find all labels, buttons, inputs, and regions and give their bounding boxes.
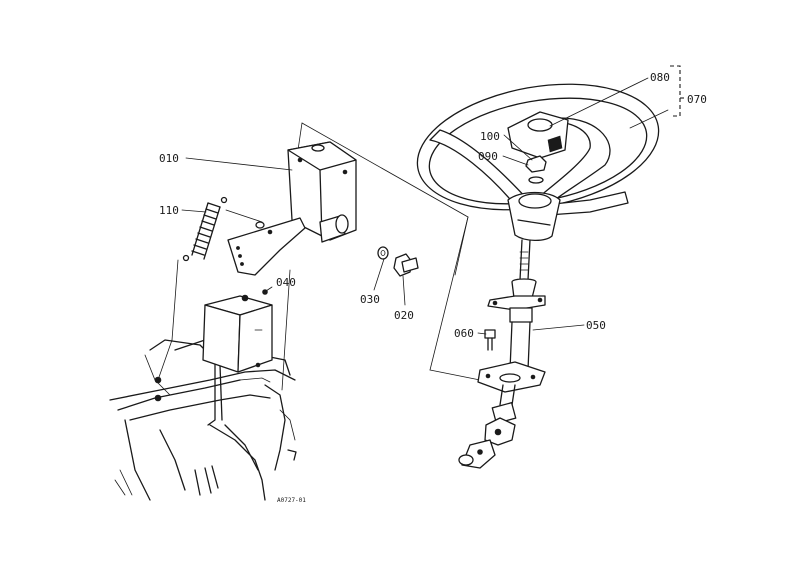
bolt-060-part <box>484 329 496 351</box>
group-bracket <box>670 65 681 117</box>
spring-part <box>157 196 263 381</box>
callout-010: 010 <box>159 152 179 165</box>
steering-column <box>477 239 546 406</box>
universal-joint <box>458 402 517 469</box>
figure-reference: A0727-01 <box>277 497 306 504</box>
callout-040: 040 <box>276 276 296 289</box>
tractor-body-frame <box>109 339 297 501</box>
callout-080: 080 <box>650 71 670 84</box>
callout-090: 090 <box>478 150 498 163</box>
frame-outline-lines <box>281 122 481 391</box>
washer-part <box>377 246 389 260</box>
callout-020: 020 <box>394 309 414 322</box>
bolt-part <box>393 253 419 277</box>
callout-100: 100 <box>480 130 500 143</box>
mount-box <box>202 289 273 373</box>
callout-110: 110 <box>159 204 179 217</box>
callout-030: 030 <box>360 293 380 306</box>
washer-090 <box>528 176 544 184</box>
pedal-bracket <box>227 141 357 276</box>
nut-part <box>525 155 547 184</box>
callout-070: 070 <box>687 93 707 106</box>
callout-060: 060 <box>454 327 474 340</box>
steering-wheel <box>416 83 660 242</box>
center-cap <box>507 111 569 159</box>
leader-lines <box>181 77 669 335</box>
callout-050: 050 <box>586 319 606 332</box>
